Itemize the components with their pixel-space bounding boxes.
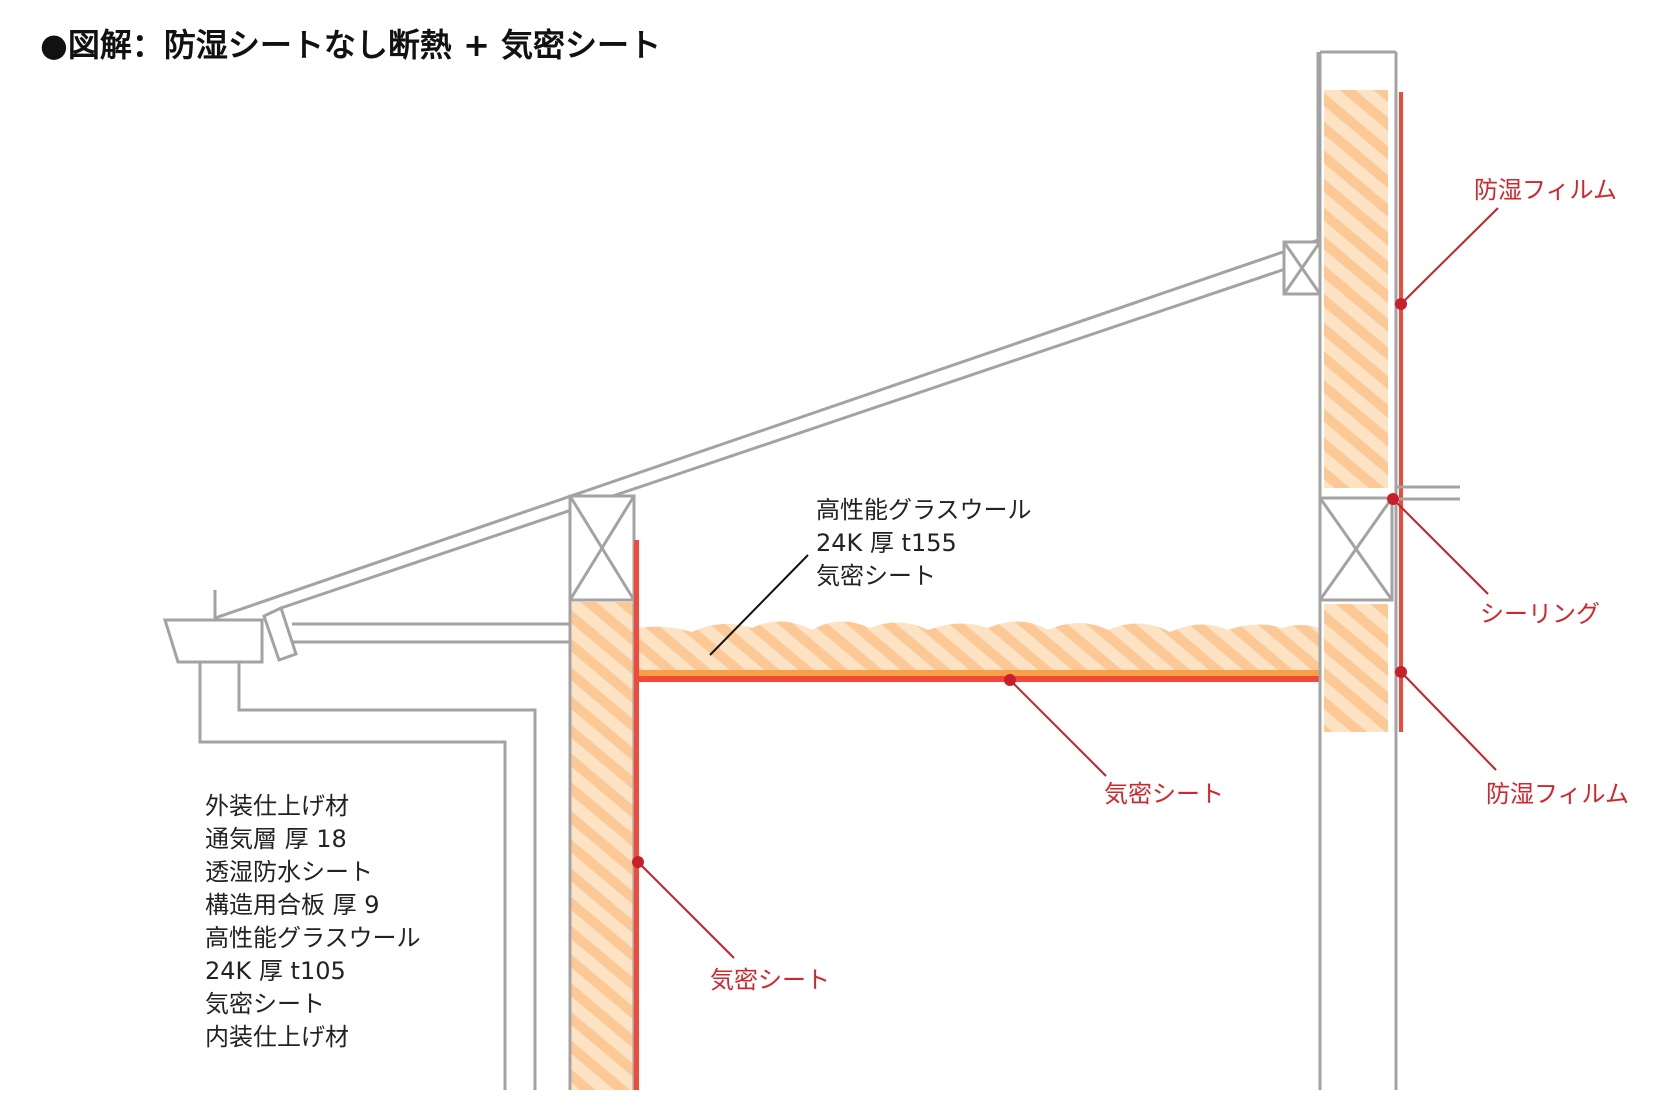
- callout-sealing: シーリング: [1387, 493, 1600, 628]
- moisture-film-upper-label: 防湿フィルム: [1474, 176, 1617, 204]
- callout-dot: [1387, 493, 1399, 505]
- page-title: ●図解：防湿シートなし断熱 + 気密シート: [40, 26, 661, 64]
- left-wall: [568, 494, 639, 1090]
- wall-layers-label: 外装仕上げ材 通気層 厚 18 透湿防水シート 構造用合板 厚 9 高性能グラス…: [205, 792, 421, 1051]
- ceiling-label-line-2: 24K 厚 t155: [816, 529, 957, 557]
- right-wall: [1318, 50, 1460, 1090]
- wall-layer-1: 外装仕上げ材: [205, 792, 349, 820]
- gutter: [162, 605, 298, 664]
- sealing-label: シーリング: [1480, 600, 1600, 628]
- ceiling-insulation: [639, 621, 1320, 682]
- callout-airtight-wall: 気密シート: [632, 856, 830, 994]
- ceiling-label-line-3: 気密シート: [816, 562, 936, 590]
- ceiling-leader-line: [709, 554, 809, 656]
- moisture-film-lower-label: 防湿フィルム: [1486, 780, 1629, 808]
- callout-airtight-ceiling: 気密シート: [1004, 674, 1224, 808]
- wall-layer-5: 高性能グラスウール: [205, 924, 421, 952]
- ceiling-insulation-label: 高性能グラスウール 24K 厚 t155 気密シート: [816, 496, 1032, 590]
- callout-dot: [1395, 666, 1407, 678]
- ceiling-label-line-1: 高性能グラスウール: [816, 496, 1032, 524]
- callout-dot: [1395, 298, 1407, 310]
- wall-layer-3: 透湿防水シート: [205, 858, 373, 886]
- airtight-wall-label: 気密シート: [710, 966, 830, 994]
- callout-moisture-film-lower: 防湿フィルム: [1395, 666, 1629, 808]
- wall-layer-8: 内装仕上げ材: [205, 1023, 349, 1051]
- roof: [213, 52, 1320, 621]
- wall-layer-4: 構造用合板 厚 9: [205, 891, 380, 919]
- airtight-ceiling-label: 気密シート: [1104, 780, 1224, 808]
- wall-layer-6: 24K 厚 t105: [205, 957, 346, 985]
- wall-layer-7: 気密シート: [205, 990, 325, 1018]
- callout-dot: [632, 856, 644, 868]
- wall-layer-2: 通気層 厚 18: [205, 825, 347, 853]
- callout-moisture-film-upper: 防湿フィルム: [1395, 176, 1617, 310]
- eaves-soffit: [198, 622, 570, 1090]
- roof-beam-block: [1282, 240, 1322, 296]
- callout-dot: [1004, 674, 1016, 686]
